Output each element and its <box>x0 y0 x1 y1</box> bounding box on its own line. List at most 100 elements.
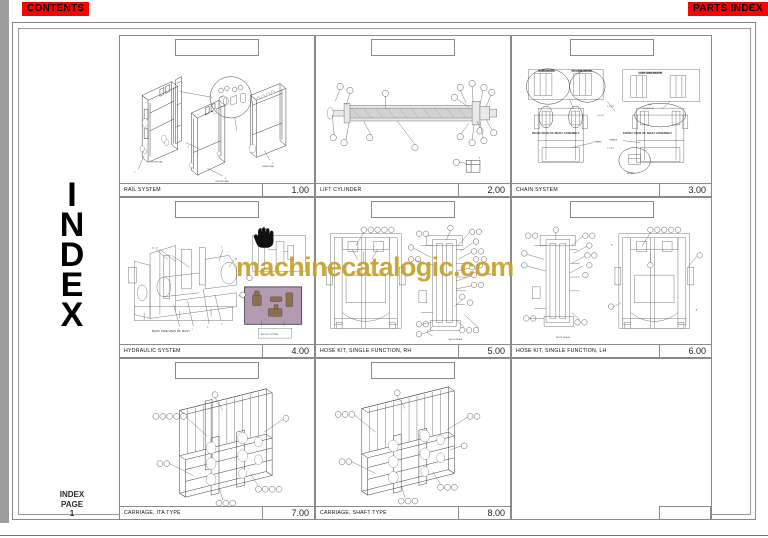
contents-tab[interactable]: CONTENTS <box>22 2 90 16</box>
svg-text:SECTION A-A: SECTION A-A <box>448 338 462 341</box>
cell-title-box <box>175 362 259 379</box>
index-cell-hose-kit-lh[interactable]: SECTION A-A <box>511 197 712 358</box>
drawing-sheet-frame: I N D E X INDEX PAGE 1 <box>12 22 756 520</box>
svg-text:A: A <box>696 309 698 312</box>
cell-footer: CARRIAGE, SHAFT TYPE 8.00 <box>316 506 510 519</box>
index-thumbnail-grid: 1 2 3 1 OUTER RAIL CENTER RAIL INNER RAI… <box>119 35 752 520</box>
cell-name-label: HYDRAULIC SYSTEM <box>124 348 181 354</box>
cell-name-label: HOSE KIT, SINGLE FUNCTION, RH <box>320 348 412 354</box>
cell-title-box <box>569 201 654 218</box>
drawing-carriage-ita <box>120 377 314 506</box>
index-cell-carriage-shaft[interactable]: CARRIAGE, SHAFT TYPE 8.00 <box>315 358 511 520</box>
svg-text:INNER RAIL: INNER RAIL <box>262 165 275 168</box>
index-page-line2: PAGE <box>60 499 84 509</box>
svg-text:1: 1 <box>187 147 189 149</box>
cell-title-box <box>569 39 654 56</box>
svg-text:CHAINS: CHAINS <box>609 139 618 142</box>
index-cell-chain-system[interactable]: CHAIN ANCHOR RH CHAIN ANCHOR <box>511 35 712 197</box>
index-cell-carriage-ita[interactable]: CARRIAGE, ITA TYPE 7.00 <box>119 358 315 520</box>
cell-name-label: CARRIAGE, SHAFT TYPE <box>320 510 387 516</box>
svg-text:4: 4 <box>207 327 209 329</box>
parts-index-tab[interactable]: PARTS INDEX <box>688 2 768 16</box>
svg-text:REAR VIEW OF MAST ASSEMBLY: REAR VIEW OF MAST ASSEMBLY <box>532 131 579 135</box>
cell-footer: HOSE KIT, SINGLE FUNCTION, RH 5.00 <box>316 344 510 357</box>
drawing-hydraulic-system: BACK SIDE VIEW OF MAST 11, 12 1 10 1 3 4 <box>120 216 314 344</box>
svg-text:DETAIL: DETAIL <box>627 172 635 175</box>
svg-text:2: 2 <box>225 178 227 180</box>
drawing-lift-cylinder: 8 <box>316 54 510 183</box>
index-letter-e: E <box>60 266 84 304</box>
drawing-hose-kit-rh: 1 PIECE SECTION A-A <box>316 216 510 344</box>
cell-footer: HYDRAULIC SYSTEM 4.00 <box>120 344 314 357</box>
cell-name-label: HOSE KIT, SINGLE FUNCTION, LH <box>516 348 607 354</box>
index-letter-x: X <box>60 296 84 334</box>
index-page-label: INDEX PAGE 1 <box>25 490 119 519</box>
svg-text:3: 3 <box>272 162 274 164</box>
svg-text:5: 5 <box>221 323 223 325</box>
drawing-carriage-shaft <box>316 377 510 506</box>
svg-text:1 PIECE: 1 PIECE <box>486 274 495 276</box>
index-letter-n: N <box>59 206 85 244</box>
svg-text:3: 3 <box>191 329 193 331</box>
cell-number-label: 8.00 <box>458 506 510 519</box>
svg-text:A: A <box>611 244 613 247</box>
index-letter-d: D <box>59 236 85 274</box>
cell-title-box <box>371 39 455 56</box>
svg-text:11, 12: 11, 12 <box>152 247 159 249</box>
cell-footer: RAIL SYSTEM 1.00 <box>120 183 314 196</box>
drawing-empty <box>512 377 711 506</box>
hand-cursor-icon <box>253 227 274 248</box>
svg-text:2ND NO. FITTING: 2ND NO. FITTING <box>260 334 278 336</box>
cell-footer: CHAIN SYSTEM 3.00 <box>512 183 711 196</box>
index-sidebar: I N D E X INDEX PAGE 1 <box>25 35 119 520</box>
svg-text:SECTION A-A: SECTION A-A <box>556 336 570 339</box>
cell-name-label: LIFT CYLINDER <box>320 187 362 193</box>
svg-text:LH,RH CHAIN ANCHOR: LH,RH CHAIN ANCHOR <box>639 72 663 75</box>
cell-title-box <box>371 362 455 379</box>
svg-text:8: 8 <box>479 157 481 159</box>
cell-title-box <box>175 39 259 56</box>
cell-name-label: CARRIAGE, ITA TYPE <box>124 510 181 516</box>
cell-name-label: RAIL SYSTEM <box>124 187 161 193</box>
bottom-divider <box>0 535 768 536</box>
left-scroll-strip[interactable] <box>0 0 9 523</box>
svg-text:CHAIN ANCHOR: CHAIN ANCHOR <box>538 70 555 73</box>
cell-number-label: 4.00 <box>262 344 314 357</box>
drawing-rail-system: 1 2 3 1 OUTER RAIL CENTER RAIL INNER RAI… <box>120 54 314 183</box>
cell-number-label: 6.00 <box>659 344 711 357</box>
index-cell-rail-system[interactable]: 1 2 3 1 OUTER RAIL CENTER RAIL INNER RAI… <box>119 35 315 197</box>
cell-footer <box>512 506 711 519</box>
index-cell-hose-kit-rh[interactable]: 1 PIECE SECTION A-A HOSE KIT, SINGLE FUN… <box>315 197 511 358</box>
cell-name-label: CHAIN SYSTEM <box>516 187 558 193</box>
svg-text:10,11,12,13: 10,11,12,13 <box>643 108 655 110</box>
index-letter-i: I <box>67 176 77 214</box>
svg-text:2: 2 <box>239 296 241 298</box>
svg-text:5,6: 5,6 <box>648 104 652 106</box>
cell-number-label: 7.00 <box>262 506 314 519</box>
drawing-sheet-inner-border: I N D E X INDEX PAGE 1 <box>18 28 751 520</box>
index-cell-empty[interactable] <box>511 358 712 520</box>
svg-text:1,2,3,4: 1,2,3,4 <box>607 106 614 108</box>
svg-text:CENTER RAIL: CENTER RAIL <box>215 180 230 183</box>
cell-footer: LIFT CYLINDER 2.00 <box>316 183 510 196</box>
svg-text:FRONT VIEW OF MAST ASSEMBLY: FRONT VIEW OF MAST ASSEMBLY <box>623 131 672 135</box>
cell-number-label: 2.00 <box>458 183 510 196</box>
index-cell-hydraulic-system[interactable]: BACK SIDE VIEW OF MAST 11, 12 1 10 1 3 4 <box>119 197 315 358</box>
svg-text:1: 1 <box>134 172 136 174</box>
cell-footer: CARRIAGE, ITA TYPE 7.00 <box>120 506 314 519</box>
svg-text:CHAINS: CHAINS <box>593 141 602 144</box>
svg-text:1: 1 <box>178 329 180 331</box>
cell-number-label: 5.00 <box>458 344 510 357</box>
cell-title-box <box>371 201 455 218</box>
cell-number-label: 1.00 <box>262 183 314 196</box>
svg-text:1,2,3,4: 1,2,3,4 <box>607 148 614 150</box>
cell-footer: HOSE KIT, SINGLE FUNCTION, LH 6.00 <box>512 344 711 357</box>
index-page-line1: INDEX <box>59 490 85 499</box>
cell-number-label: 3.00 <box>659 183 711 196</box>
index-page-number: 1 <box>69 509 75 518</box>
svg-text:BACK SIDE VIEW OF MAST: BACK SIDE VIEW OF MAST <box>152 329 190 333</box>
cell-number-label <box>659 506 711 519</box>
photo-inset: 2ND NO. FITTING <box>244 286 303 339</box>
index-cell-lift-cylinder[interactable]: 8 LIFT CYLINDER 2.00 <box>315 35 511 197</box>
